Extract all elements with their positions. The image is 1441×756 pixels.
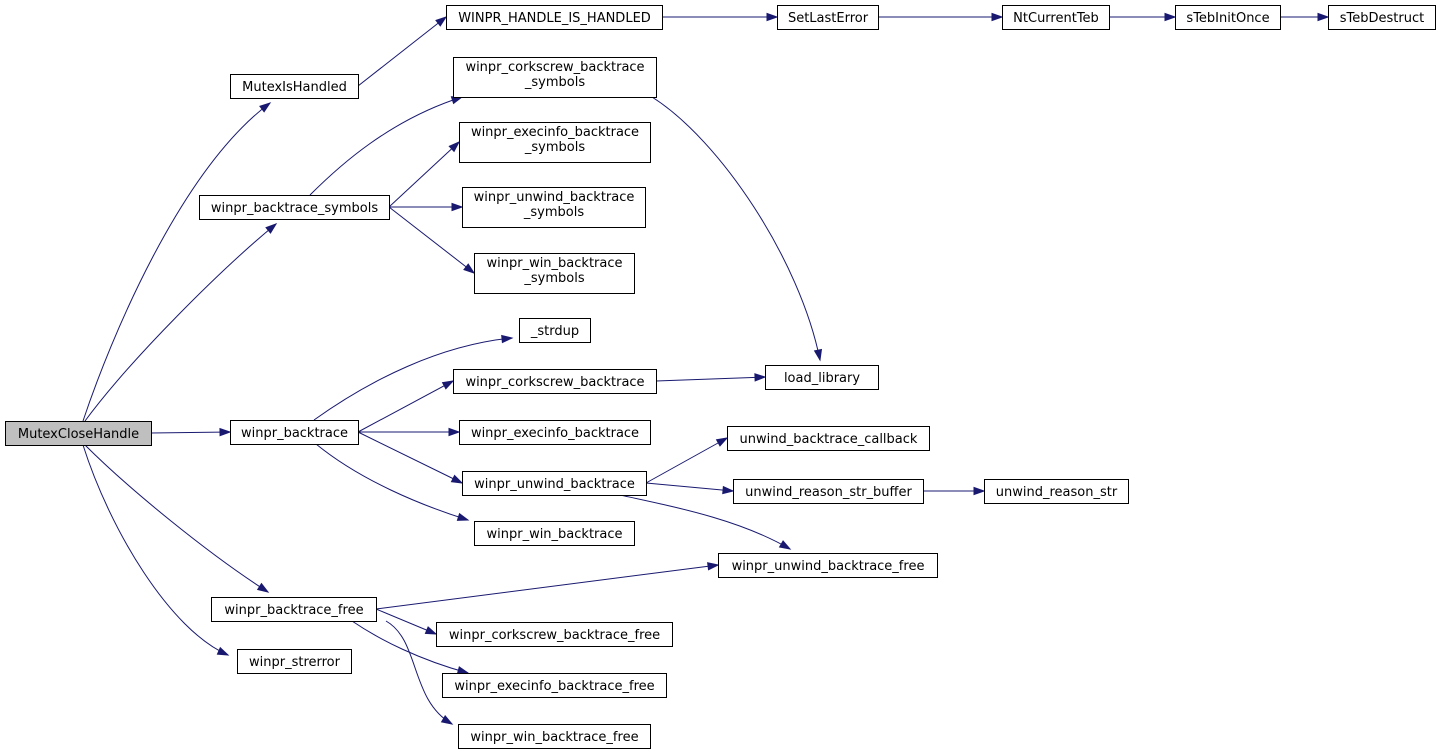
node-label: SetLastError [788,11,869,26]
edge-backtrace-to-unwind-bt [357,431,464,484]
node-reason-str[interactable]: unwind_reason_str [984,479,1129,504]
edge-nt-current-teb-to-teb-init-once [1109,12,1177,22]
node-label: MutexIsHandled [242,80,347,95]
node-label: winpr_execinfo_backtrace [471,125,639,140]
node-strdup[interactable]: _strdup [519,318,591,343]
node-unwind-symbols[interactable]: winpr_unwind_backtrace_symbols [462,187,646,228]
edge-teb-init-once-to-teb-destruct [1280,12,1330,22]
edge-is-handled-to-handle-is-handled [357,16,448,87]
node-win-bt[interactable]: winpr_win_backtrace [474,521,635,546]
node-label: winpr_win_backtrace_free [470,730,638,745]
node-teb-init-once[interactable]: sTebInitOnce [1175,5,1281,30]
node-label: sTebInitOnce [1186,11,1269,26]
node-label: winpr_strerror [249,655,341,670]
node-is-handled[interactable]: MutexIsHandled [230,74,359,99]
node-bt-free[interactable]: winpr_backtrace_free [211,597,377,622]
node-set-last-error[interactable]: SetLastError [777,5,879,30]
node-corkscrew-bt[interactable]: winpr_corkscrew_backtrace [453,369,657,394]
node-label: winpr_unwind_backtrace [474,190,635,205]
edge-root-to-backtrace [150,427,232,437]
node-label: sTebDestruct [1340,11,1424,26]
node-corkscrew-symbols[interactable]: winpr_corkscrew_backtrace_symbols [453,57,657,98]
edge-root-to-bt-symbols [84,223,278,422]
node-label: NtCurrentTeb [1013,11,1099,26]
node-layer: MutexCloseHandle MutexIsHandled WINPR_HAND… [5,5,1436,749]
edge-bt-free-to-corkscrew-free [375,608,438,635]
node-reason-buffer[interactable]: unwind_reason_str_buffer [733,479,924,504]
node-label: _strdup [530,324,579,339]
node-label: winpr_execinfo_backtrace [471,426,639,441]
edge-bt-symbols-to-unwind-symbols [389,202,464,212]
edge-unwind-bt-to-unwind-free [619,494,792,550]
node-strerror[interactable]: winpr_strerror [237,649,352,674]
edge-backtrace-to-corkscrew-bt [357,380,455,433]
node-label: WINPR_HANDLE_IS_HANDLED [458,11,651,26]
node-label: winpr_win_backtrace [486,527,622,542]
node-label: MutexCloseHandle [18,427,139,442]
node-label: winpr_execinfo_backtrace_free [454,679,654,694]
edge-root-to-is-handled [82,102,272,422]
edge-handle-is-handled-to-set-last-error [662,12,779,22]
edge-bt-symbols-to-win-symbols [388,206,476,274]
node-handle-is-handled[interactable]: WINPR_HANDLE_IS_HANDLED [446,5,663,30]
node-root: MutexCloseHandle [5,421,152,446]
edge-set-last-error-to-nt-current-teb [878,12,1004,22]
node-win-free[interactable]: winpr_win_backtrace_free [458,724,651,749]
edge-unwind-bt-to-reason-buffer [645,482,735,495]
edge-bt-free-to-execinfo-free [351,620,470,675]
node-bt-symbols[interactable]: winpr_backtrace_symbols [199,195,390,220]
node-label: _symbols [524,140,585,155]
node-label: _symbols [523,271,584,286]
edge-bt-free-to-win-free [385,620,454,725]
edge-reason-buffer-to-reason-str [923,486,986,496]
node-label: load_library [784,371,860,386]
node-label: winpr_corkscrew_backtrace [465,375,644,390]
node-unwind-bt[interactable]: winpr_unwind_backtrace [462,471,647,496]
node-nt-current-teb[interactable]: NtCurrentTeb [1002,5,1110,30]
edge-root-to-bt-free [84,444,270,593]
node-label: _symbols [524,75,585,90]
node-label: winpr_backtrace_symbols [211,201,378,216]
node-label: winpr_backtrace [241,426,348,441]
node-unwind-free[interactable]: winpr_unwind_backtrace_free [718,553,938,578]
edge-unwind-bt-to-unwind-callback [645,437,729,484]
edge-bt-symbols-to-execinfo-symbols [388,140,461,208]
edge-backtrace-to-strdup [313,334,514,421]
edge-bt-free-to-unwind-free [375,562,720,610]
edge-bt-symbols-to-corkscrew-symbols [309,96,464,196]
node-label: winpr_unwind_backtrace_free [732,559,925,574]
node-label: unwind_backtrace_callback [740,432,918,447]
node-label: winpr_win_backtrace [486,256,622,271]
edge-corkscrew-symbols-to-load-library [651,96,823,362]
node-corkscrew-free[interactable]: winpr_corkscrew_backtrace_free [436,622,673,647]
node-label: unwind_reason_str [996,485,1118,500]
edge-corkscrew-bt-to-load-library [655,373,767,382]
node-load-library[interactable]: load_library [765,365,879,390]
edge-backtrace-to-win-bt [315,443,470,521]
node-label: unwind_reason_str_buffer [745,485,912,500]
edge-backtrace-to-execinfo-bt [358,427,461,437]
node-label: winpr_corkscrew_backtrace [465,60,644,75]
node-teb-destruct[interactable]: sTebDestruct [1328,5,1436,30]
node-label: winpr_backtrace_free [224,603,363,618]
edge-root-to-strerror [82,444,230,656]
edge-layer [82,12,1330,725]
node-execinfo-symbols[interactable]: winpr_execinfo_backtrace_symbols [459,122,651,163]
node-unwind-callback[interactable]: unwind_backtrace_callback [727,426,930,451]
node-backtrace[interactable]: winpr_backtrace [230,420,359,445]
node-execinfo-bt[interactable]: winpr_execinfo_backtrace [459,420,651,445]
node-label: _symbols [523,205,584,220]
node-label: winpr_corkscrew_backtrace_free [449,628,660,643]
node-win-symbols[interactable]: winpr_win_backtrace_symbols [474,253,635,294]
node-execinfo-free[interactable]: winpr_execinfo_backtrace_free [442,673,667,698]
node-label: winpr_unwind_backtrace [474,477,635,492]
